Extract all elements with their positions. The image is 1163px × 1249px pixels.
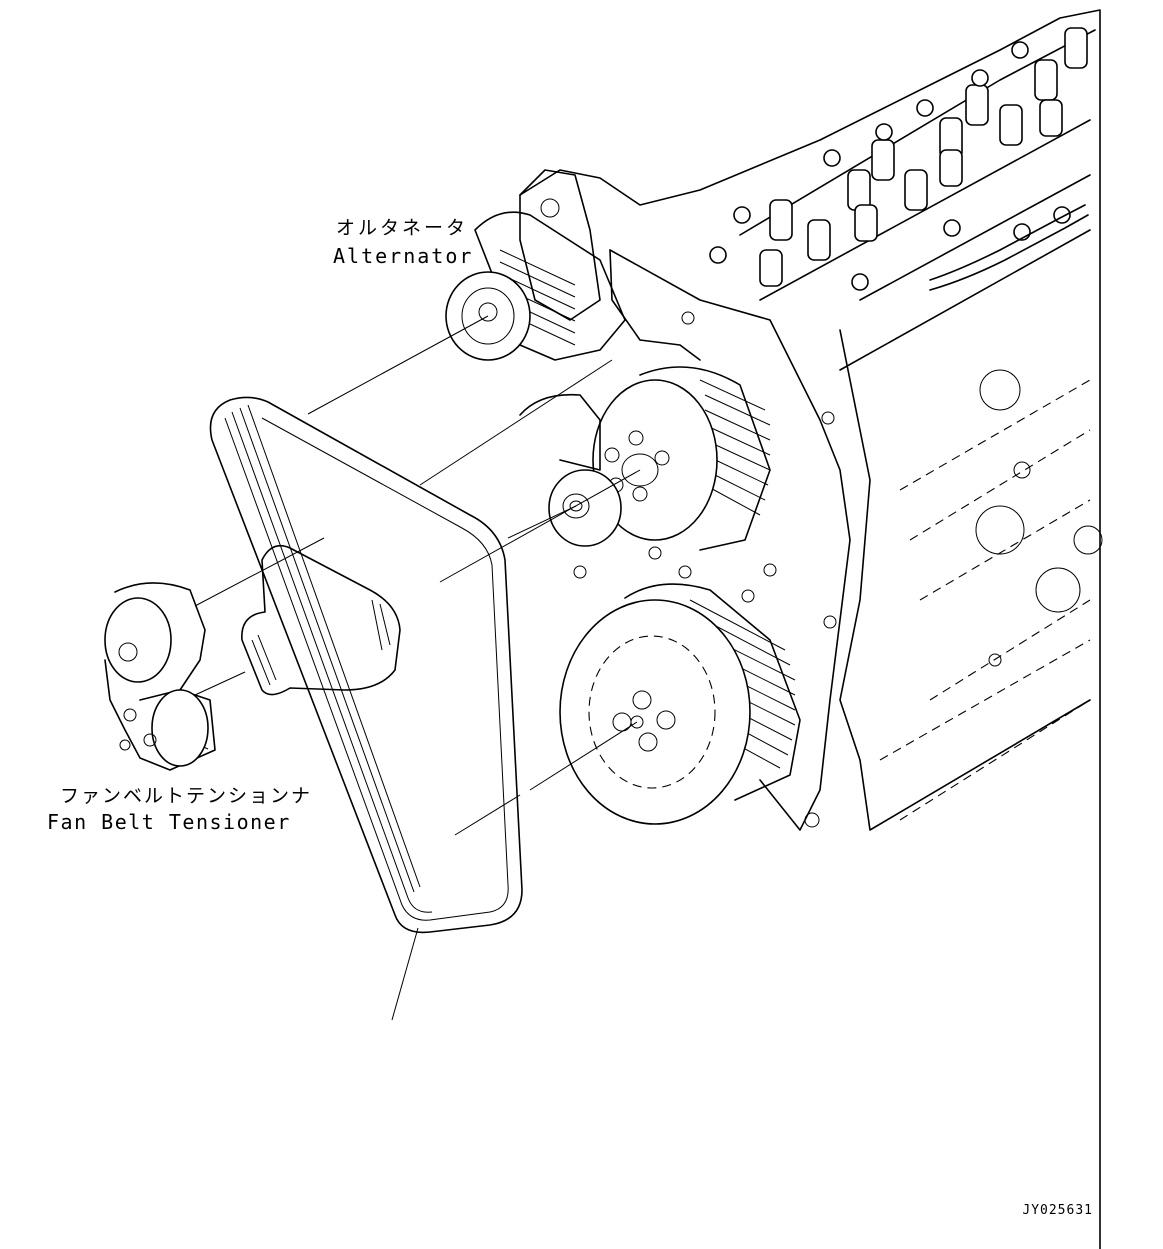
fan-belt xyxy=(209,396,523,934)
water-pump-pulley xyxy=(592,366,771,551)
leader-lines xyxy=(194,315,641,1021)
fan-belt-tensioner xyxy=(104,582,216,771)
crankshaft-pulley xyxy=(559,583,801,825)
drawing-id: JY025631 xyxy=(1022,1203,1093,1218)
alternator-label-en: Alternator xyxy=(333,244,474,268)
tensioner-label-ja: ファンベルトテンションナ xyxy=(60,785,313,807)
tensioner-label-en: Fan Belt Tensioner xyxy=(47,810,291,834)
idler-pulley xyxy=(519,393,622,547)
engine-block xyxy=(519,9,1103,1249)
alternator-label-ja: オルタネータ xyxy=(336,217,469,239)
